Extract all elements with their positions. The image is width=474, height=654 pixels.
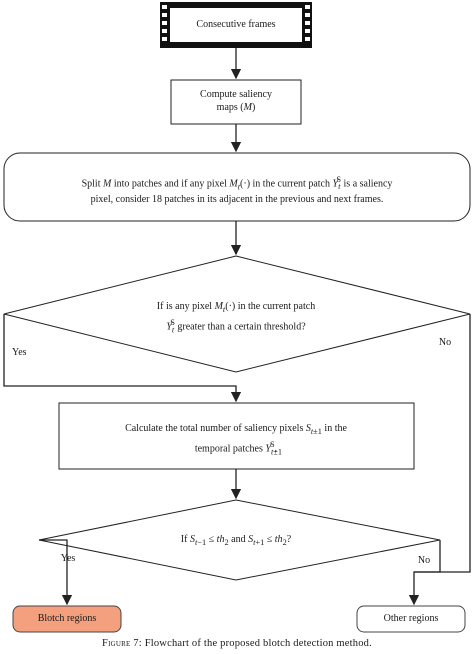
caption-text: Flowchart of the proposed blotch detecti…	[141, 638, 372, 649]
edge-label-yes2: Yes	[60, 553, 76, 564]
node-other-regions: Other regions	[383, 613, 439, 624]
edge-label-no2: No	[417, 555, 431, 566]
edge-no2	[414, 540, 441, 573]
film-strip-icon	[160, 2, 312, 48]
edge-yes1	[3, 314, 242, 403]
edge-no1	[408, 314, 471, 606]
node-compute-saliency: Compute saliency maps (M)	[171, 88, 301, 114]
edge-yes2	[39, 539, 73, 606]
node-calc-total: Calculate the total number of saliency p…	[70, 422, 402, 458]
edge-label-no1: No	[438, 337, 452, 348]
decision1-line1: If is any pixel Mt(·) in the current pat…	[156, 301, 316, 314]
calc-box	[58, 402, 415, 470]
figure-caption: Figure 7: Flowchart of the proposed blot…	[0, 638, 474, 649]
node-blotch-regions: Blotch regions	[37, 613, 97, 624]
saliency-box	[170, 79, 302, 125]
split-line1: Split M into patches and if any pixel Mt…	[81, 175, 393, 192]
split-line2: pixel, consider 18 patches in its adjace…	[90, 194, 384, 206]
edge-label-yes1: Yes	[12, 347, 27, 358]
blotch-regions-box	[12, 605, 122, 633]
split-box	[3, 152, 471, 222]
node-consecutive-frames: Consecutive frames	[196, 19, 276, 30]
decision1-line2: YtS greater than a certain threshold?	[166, 318, 306, 335]
other-regions-box	[356, 605, 466, 633]
calc-line2: temporal patches Yt±1S.	[194, 440, 283, 457]
saliency-line1: Compute saliency	[200, 89, 272, 100]
decision1-diamond	[3, 255, 471, 373]
caption-figure-number: Figure 7:	[102, 638, 142, 649]
node-decision2: If St−1 ≤ th2 and St+1 ≤ th2?	[180, 534, 292, 547]
calc-line1: Calculate the total number of saliency p…	[125, 423, 347, 436]
saliency-line2: maps (M)	[216, 102, 256, 113]
decision2-diamond	[38, 499, 441, 581]
node-split-patches: Split M into patches and if any pixel Mt…	[20, 173, 454, 206]
node-decision1: If is any pixel Mt(·) in the current pat…	[100, 300, 372, 336]
